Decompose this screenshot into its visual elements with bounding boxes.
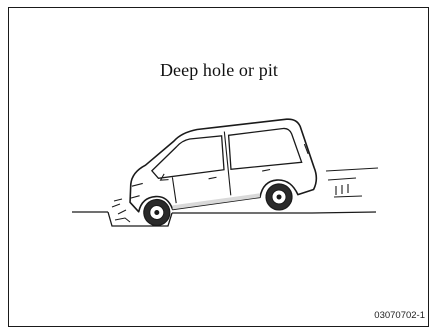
rear-wheel	[265, 183, 293, 211]
car-icon	[125, 117, 319, 227]
pit-icon	[112, 199, 130, 222]
figure-code: 03070702-1	[374, 310, 425, 321]
rear-window	[228, 127, 301, 169]
motion-lines-icon	[326, 168, 378, 197]
front-wheel	[143, 199, 171, 227]
